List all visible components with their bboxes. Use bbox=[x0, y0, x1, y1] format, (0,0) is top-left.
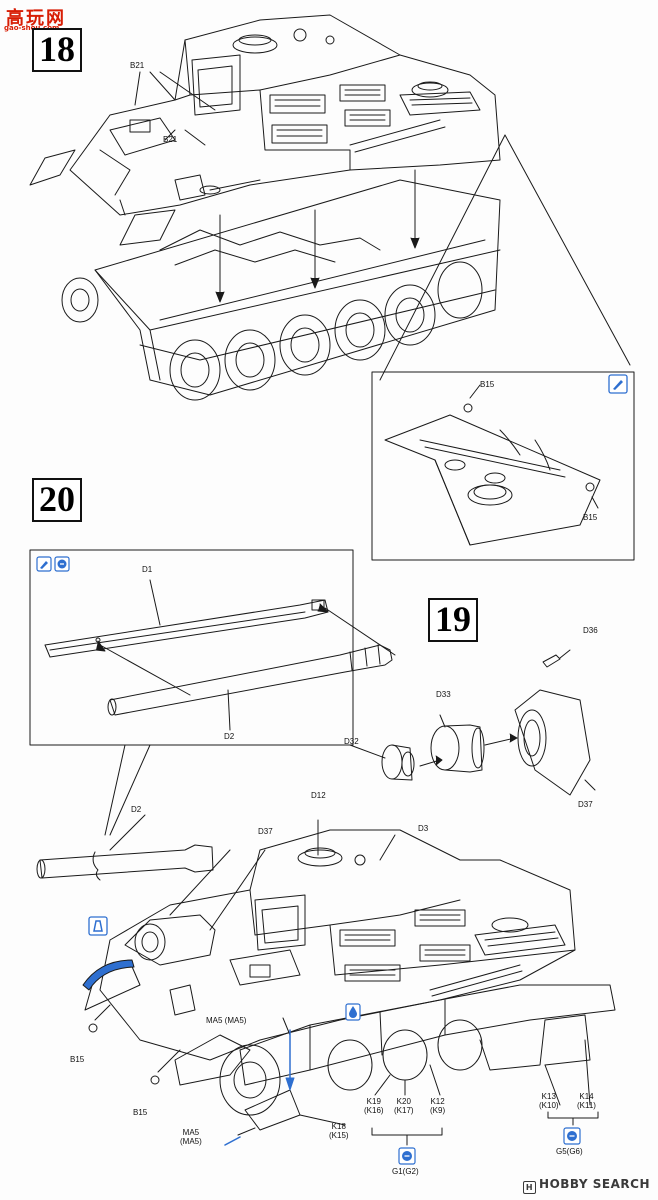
part-label-b15-inset-top: B15 bbox=[480, 380, 495, 389]
part-label-k14-code: K14 bbox=[579, 1092, 594, 1101]
part-label-d32: D32 bbox=[344, 737, 359, 746]
bend-part-icon bbox=[88, 916, 108, 936]
step20-callout-lines bbox=[104, 744, 151, 836]
watermark-top: 高玩网 gao-shou.com bbox=[2, 2, 72, 32]
part-label-k14: K14 (K11) bbox=[577, 1092, 596, 1110]
part-label-b21-mid: B21 bbox=[163, 135, 178, 144]
part-label-k13: K13 (K10) bbox=[539, 1092, 559, 1110]
glue-icon bbox=[54, 556, 70, 572]
part-label-d33: D33 bbox=[436, 690, 451, 699]
step18-inset-box bbox=[371, 371, 635, 561]
part-label-k13-alt: (K10) bbox=[539, 1101, 559, 1110]
part-label-d3: D3 bbox=[418, 824, 429, 833]
part-label-g1: G1(G2) bbox=[392, 1167, 419, 1176]
step18-inset-detail bbox=[384, 384, 601, 546]
part-label-k12: K12 (K9) bbox=[430, 1097, 445, 1115]
part-label-d1: D1 bbox=[142, 565, 153, 574]
part-label-d2-inset: D2 bbox=[224, 732, 235, 741]
part-label-b15-inset-bottom: B15 bbox=[583, 513, 598, 522]
part-label-b15-left-b: B15 bbox=[133, 1108, 148, 1117]
paint-icon bbox=[36, 556, 52, 572]
step-number-19: 19 bbox=[428, 598, 478, 642]
part-label-k18-alt: (K15) bbox=[329, 1131, 349, 1140]
part-label-k19: K19 (K16) bbox=[364, 1097, 384, 1115]
part-label-k20-alt: (K17) bbox=[394, 1106, 414, 1115]
part-label-ma5-bottom-alt: (MA5) bbox=[180, 1137, 202, 1146]
part-label-ma5-bottom-code: MA5 bbox=[182, 1128, 200, 1137]
part-label-d37-right: D37 bbox=[578, 800, 593, 809]
part-label-b21-top: B21 bbox=[130, 61, 145, 70]
cement-drop-icon bbox=[345, 1003, 361, 1021]
step18-arrows bbox=[119, 71, 420, 303]
part-label-d37-main: D37 bbox=[258, 827, 273, 836]
watermark-top-text: 高玩网 bbox=[6, 8, 66, 29]
paint-icon bbox=[608, 374, 628, 394]
watermark-bottom-text: HOBBY SEARCH bbox=[539, 1177, 650, 1191]
part-label-ma5-bottom: MA5 (MA5) bbox=[180, 1128, 202, 1146]
step18-callout-lines bbox=[379, 134, 631, 381]
part-label-k14-alt: (K11) bbox=[577, 1101, 596, 1110]
part-label-k20-code: K20 bbox=[396, 1097, 411, 1106]
blue-arrow-ma5-bottom bbox=[224, 1136, 241, 1146]
part-label-d12: D12 bbox=[311, 791, 326, 800]
part-label-b15-left-a: B15 bbox=[70, 1055, 85, 1064]
step20-main-barrel bbox=[36, 814, 214, 881]
part-label-k12-code: K12 bbox=[430, 1097, 445, 1106]
part-label-k19-code: K19 bbox=[366, 1097, 381, 1106]
step18-lower-hull bbox=[61, 179, 501, 401]
part-label-g5: G5(G6) bbox=[556, 1147, 583, 1156]
part-label-k20: K20 (K17) bbox=[394, 1097, 414, 1115]
step18-upper-hull bbox=[29, 14, 501, 246]
main-vehicle bbox=[84, 819, 616, 1146]
part-label-d2-main: D2 bbox=[131, 805, 142, 814]
step20-barrel-parts bbox=[44, 579, 396, 731]
part-label-k18-code: K18 bbox=[331, 1122, 346, 1131]
part-label-k19-alt: (K16) bbox=[364, 1106, 384, 1115]
watermark-top-url: gao-shou.com bbox=[4, 24, 59, 32]
step19-mantlet-parts bbox=[349, 649, 596, 796]
part-label-d36: D36 bbox=[583, 626, 598, 635]
part-label-k18: K18 (K15) bbox=[329, 1122, 349, 1140]
part-label-ma5-top: MA5 (MA5) bbox=[206, 1016, 247, 1025]
part-label-k12-alt: (K9) bbox=[430, 1106, 446, 1115]
blue-bent-mudguard bbox=[82, 959, 135, 991]
step-number-20: 20 bbox=[32, 478, 82, 522]
step20-inset-box bbox=[29, 549, 354, 746]
glue-icon bbox=[398, 1147, 416, 1165]
hobby-search-logo-icon: H bbox=[523, 1181, 537, 1194]
step-number-18: 18 bbox=[32, 28, 82, 72]
glue-icon bbox=[563, 1127, 581, 1145]
part-label-k13-code: K13 bbox=[541, 1092, 556, 1101]
